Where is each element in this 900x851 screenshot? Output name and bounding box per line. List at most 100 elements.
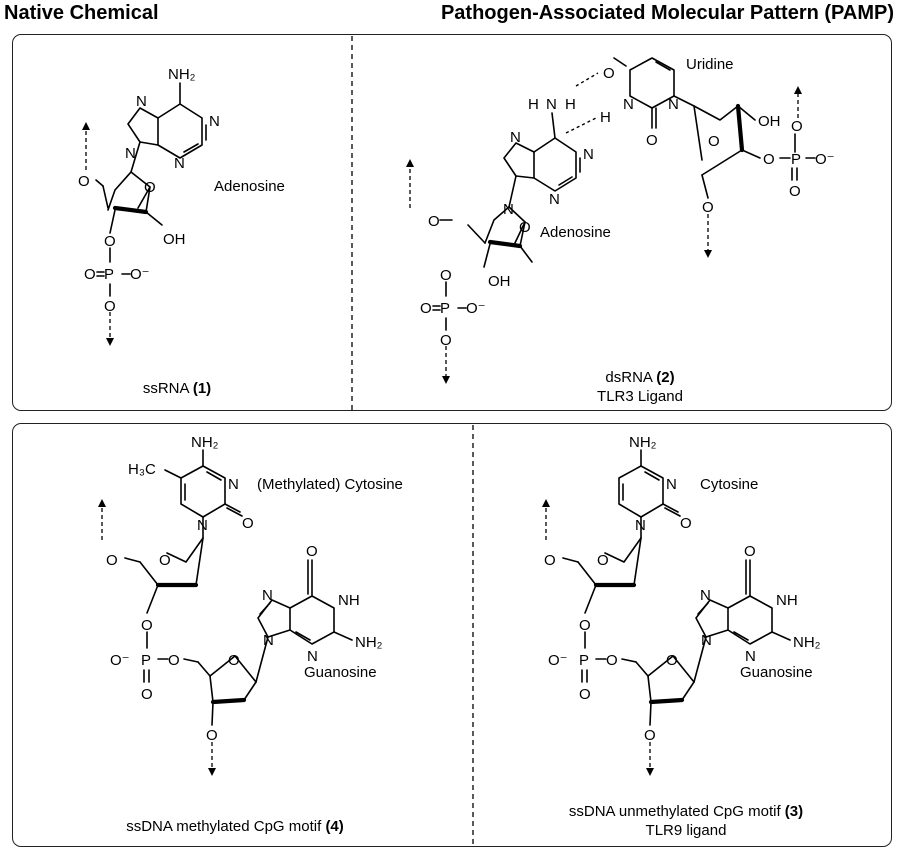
atom-label: P (440, 300, 450, 317)
atom-label: N (623, 96, 634, 113)
atom-label: O (206, 727, 218, 744)
atom-label: N (503, 201, 514, 218)
atom-label: O (144, 179, 156, 196)
atom-label: N (745, 648, 756, 665)
panel-dna (12, 423, 892, 847)
atom-label: O⁻ (815, 151, 835, 168)
atom-label: H (528, 96, 539, 113)
atom-label: O (606, 652, 618, 669)
atom-label: N (546, 96, 557, 113)
atom-label: NH₂ (355, 634, 383, 651)
atom-label: N (701, 632, 712, 649)
atom-label: O (579, 617, 591, 634)
atom-label: O (519, 219, 531, 236)
atom-label: P (579, 652, 589, 669)
atom-label: O (708, 133, 720, 150)
atom-label: H (565, 96, 576, 113)
atom-label: NH₂ (793, 634, 821, 651)
atom-label: O (744, 543, 756, 560)
atom-label: H₃C (128, 461, 156, 478)
atom-label: NH₂ (168, 66, 196, 83)
atom-label: O (680, 515, 692, 532)
atom-label: N (635, 517, 646, 534)
label-uridine: Uridine (686, 56, 734, 73)
atom-label: P (141, 652, 151, 669)
atom-label: N (228, 476, 239, 493)
atom-label: O (763, 151, 775, 168)
atom-label: O⁻ (110, 652, 130, 669)
atom-label: O⁻ (466, 300, 486, 317)
atom-label: N (583, 146, 594, 163)
atom-label: N (136, 93, 147, 110)
atom-label: OH (488, 273, 511, 290)
atom-label: N (666, 476, 677, 493)
atom-label: O (420, 300, 432, 317)
atom-label: O (228, 652, 240, 669)
atom-label: H (600, 109, 611, 126)
caption-ssrna: ssRNA (1) (142, 380, 212, 397)
atom-label: P (791, 151, 801, 168)
label-methylated-cytosine: (Methylated) Cytosine (257, 476, 403, 493)
atom-label: N (668, 96, 679, 113)
atom-label: O (104, 298, 116, 315)
atom-label: O (104, 233, 116, 250)
atom-label: O (789, 183, 801, 200)
atom-label: O (666, 652, 678, 669)
atom-label: O⁻ (548, 652, 568, 669)
dsrna-structure (406, 57, 816, 384)
atom-label: N (262, 587, 273, 604)
atom-label: N (263, 632, 274, 649)
atom-label: OH (758, 113, 781, 130)
atom-label: O (78, 173, 90, 190)
header-native-chemical: Native Chemical (4, 2, 159, 24)
atom-label: O (440, 332, 452, 349)
ssrna-structure (82, 82, 207, 346)
atom-label: O (242, 515, 254, 532)
atom-label: N (209, 113, 220, 130)
atom-label: N (549, 191, 560, 208)
atom-label: O (579, 686, 591, 703)
atom-label: OH (163, 231, 186, 248)
atom-label: O (603, 65, 615, 82)
atom-label: O (141, 686, 153, 703)
atom-label: NH₂ (629, 434, 657, 451)
label-adenosine-dsrna: Adenosine (540, 224, 611, 241)
atom-label: O (597, 552, 609, 569)
unmethylated-structure (542, 449, 791, 776)
methylated-structure (98, 449, 353, 776)
atom-label: O (141, 617, 153, 634)
atom-label: P (104, 266, 114, 283)
atom-label: NH₂ (191, 434, 219, 451)
atom-label: O (106, 552, 118, 569)
header-pamp: Pathogen-Associated Molecular Pattern (P… (440, 2, 894, 24)
label-adenosine-ssrna: Adenosine (214, 178, 285, 195)
atom-label: O (646, 132, 658, 149)
atom-label: O (168, 652, 180, 669)
atom-label: O (306, 543, 318, 560)
label-guanosine-unmethylated: Guanosine (740, 664, 813, 681)
atom-label: O (644, 727, 656, 744)
caption-methylated: ssDNA methylated CpG motif (4) (126, 818, 344, 835)
atom-label: O⁻ (130, 266, 150, 283)
label-cytosine: Cytosine (700, 476, 759, 493)
atom-label: O (84, 266, 96, 283)
atom-label: N (700, 587, 711, 604)
atom-label: N (174, 155, 185, 172)
atom-label: O (544, 552, 556, 569)
atom-label: NH (776, 592, 798, 609)
caption-dsrna: dsRNA (2)TLR3 Ligand (597, 369, 683, 405)
atom-label: O (428, 213, 440, 230)
atom-label: N (197, 517, 208, 534)
panel-rna (12, 34, 892, 411)
atom-label: O (702, 199, 714, 216)
label-guanosine-methylated: Guanosine (304, 664, 377, 681)
atom-label: NH (338, 592, 360, 609)
atom-label: N (307, 648, 318, 665)
atom-label: O (440, 267, 452, 284)
atom-label: N (510, 129, 521, 146)
atom-label: O (791, 118, 803, 135)
atom-label: N (125, 145, 136, 162)
caption-unmethylated: ssDNA unmethylated CpG motif (3)TLR9 lig… (568, 803, 804, 839)
atom-label: O (159, 552, 171, 569)
